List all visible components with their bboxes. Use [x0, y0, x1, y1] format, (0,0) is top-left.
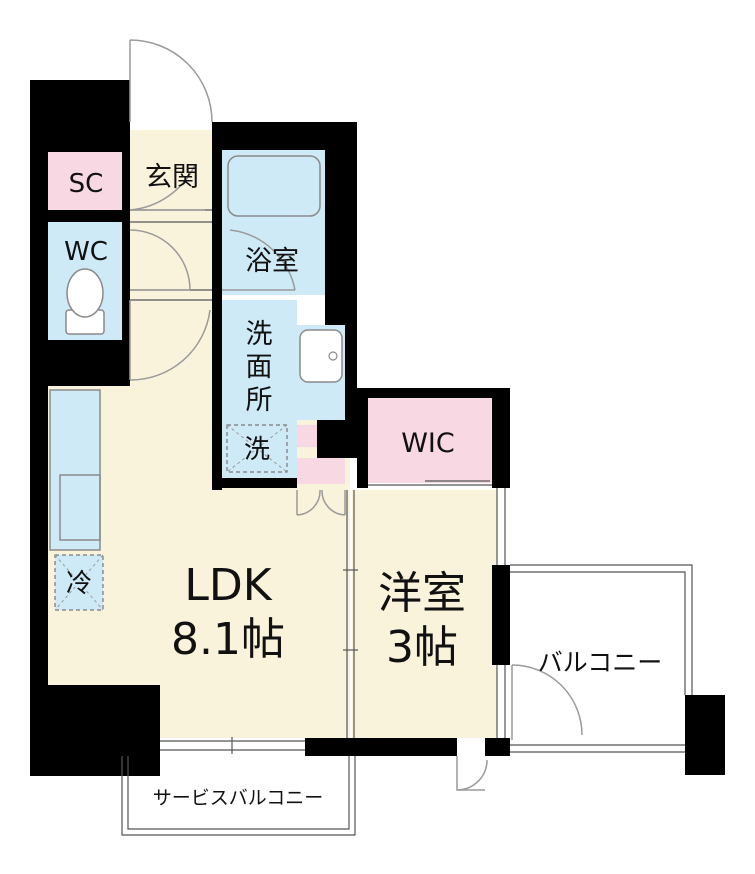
laundry-label: 洗: [244, 435, 270, 465]
wall-bath-left: [212, 122, 222, 300]
balcony-door-swing: [511, 664, 583, 740]
toilet-bowl: [66, 268, 104, 318]
service-balcony-inner: [127, 756, 350, 830]
bath-door-swing: [222, 229, 296, 291]
wall-center: [317, 420, 357, 458]
bottom-door-swing: [456, 756, 488, 791]
wic-floor: [368, 398, 492, 483]
wc-label: WC: [64, 237, 108, 267]
wall-sc-wc: [30, 210, 130, 222]
service-balcony-outline: [121, 756, 356, 836]
sc-label: SC: [69, 169, 104, 199]
balcony-label: バルコニー: [538, 648, 663, 677]
fridge-label: 冷: [66, 569, 92, 599]
fixtures: [54, 155, 343, 611]
wall-bottom: [305, 738, 457, 756]
closet-floor: [297, 458, 345, 484]
wall-right-mid: [492, 565, 510, 665]
closet-door-left: [296, 489, 321, 516]
wall-washroom-bottom: [212, 478, 297, 488]
wash-basin: [299, 329, 343, 383]
service-balcony-label: サービスバルコニー: [153, 787, 324, 809]
ldk-door-swing: [129, 300, 211, 381]
wall-wc-bottom: [30, 340, 130, 386]
kitchen-counter: [49, 389, 101, 551]
ldk-size-label: 8.1帖: [171, 614, 285, 665]
bath-floor: [222, 150, 325, 295]
closet-small-floor: [297, 425, 317, 447]
western-room-floor: [352, 490, 497, 738]
washroom-label-2: 面: [246, 352, 273, 383]
wall-washroom-left: [212, 300, 222, 490]
wc-door-swing: [129, 229, 191, 291]
washroom-label-3: 所: [246, 385, 273, 416]
ldk-name-label: LDK: [184, 560, 272, 611]
closet-door-right: [321, 489, 346, 516]
wall-left-upper: [30, 80, 48, 386]
bathtub: [227, 155, 321, 217]
balcony-inner: [510, 571, 686, 695]
wall-wic-top: [357, 388, 510, 398]
door-swings: [129, 39, 583, 791]
laundry-diag-2: [226, 424, 288, 473]
wall-left-lower: [30, 386, 48, 776]
wall-bottom-right: [485, 738, 510, 756]
wall-wic-right: [492, 388, 510, 488]
room-labels: SC 玄関 WC 浴室 洗 面 所 洗 WIC 冷 LDK 8.1帖 洋室 3帖…: [64, 162, 662, 809]
corridor-floor: [128, 130, 218, 350]
wall-wic-left: [357, 388, 368, 488]
walls: [30, 80, 725, 776]
fridge-diag-2: [54, 554, 104, 611]
western-name-label: 洋室: [378, 568, 466, 619]
wall-wc-right: [122, 150, 130, 340]
wall-far-right-column: [685, 695, 725, 775]
wic-label: WIC: [401, 428, 455, 459]
genkan-label: 玄関: [145, 162, 199, 193]
wall-bath-right: [325, 122, 357, 325]
entrance-inner-swing: [129, 164, 205, 211]
sc-floor: [48, 152, 124, 210]
entrance-door-swing: [129, 39, 213, 123]
washroom-label-1: 洗: [246, 319, 273, 350]
wall-basin-right: [345, 325, 357, 425]
wash-basin-drain: [328, 351, 338, 361]
balcony-outline: [510, 564, 693, 695]
western-size-label: 3帖: [386, 622, 458, 673]
wall-bottom-left-block: [30, 685, 160, 776]
bath-label: 浴室: [245, 246, 299, 277]
kitchen-sink: [59, 474, 101, 541]
